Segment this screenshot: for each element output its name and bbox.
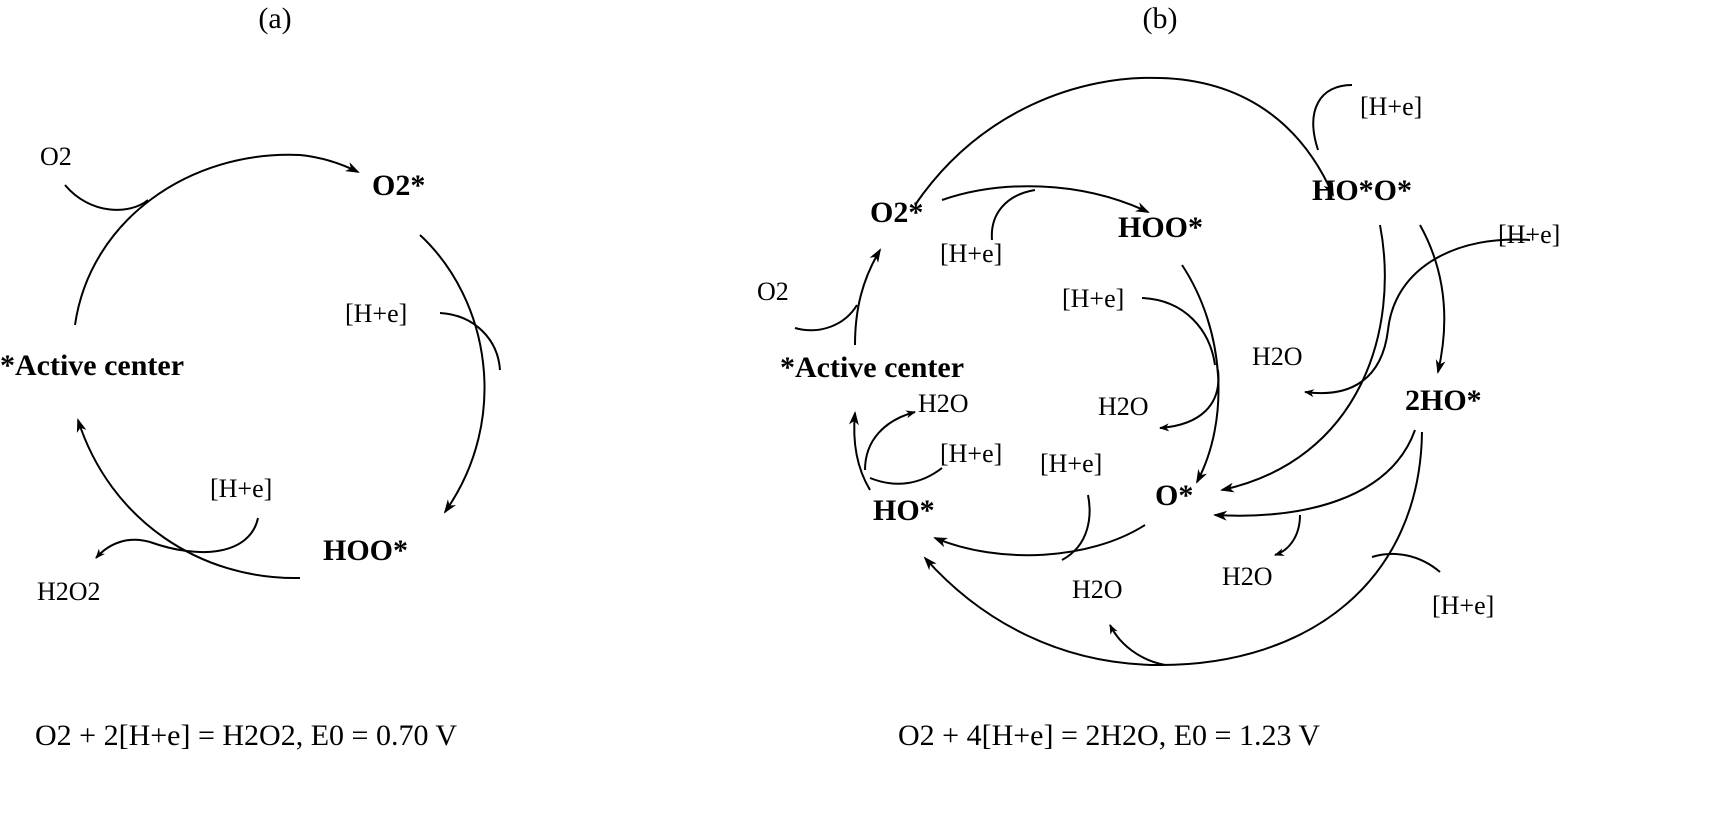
he-label: [H+e]	[1498, 220, 1560, 249]
panel-b-caption: (b)	[1143, 2, 1178, 35]
he-label: [H+e]	[1360, 92, 1422, 121]
arrow-he-right	[1387, 238, 1531, 331]
hooo-star-label: HO*O*	[1312, 174, 1412, 207]
arrow-hooo-to-o	[1220, 224, 1386, 493]
arrow-o2-in	[794, 304, 858, 332]
panel-a: (a) O2 O2* [H+e] *Active center [H+e] HO…	[0, 2, 501, 752]
h2o-label: H2O	[918, 389, 969, 418]
ho-star-label: HO*	[873, 494, 935, 527]
arrow-o2-in	[64, 184, 149, 211]
he-label: [H+e]	[1040, 449, 1102, 478]
panel-a-caption: (a)	[258, 2, 291, 35]
o2-label: O2	[757, 277, 789, 306]
h2o2-label: H2O2	[37, 577, 101, 606]
he-label: [H+e]	[1062, 284, 1124, 313]
arrow-he-bottom	[1371, 553, 1441, 573]
arrow-h2o-bottom	[1109, 624, 1166, 666]
o2-star-label: O2*	[870, 196, 923, 229]
arrow-h2o-right	[1304, 329, 1389, 398]
arrow-hooo-to-2ho	[1419, 224, 1446, 374]
active-center-label: *Active center	[780, 351, 964, 384]
h2o-label: H2O	[1098, 392, 1149, 421]
equation-b: O2 + 4[H+e] = 2H2O, E0 = 1.23 V	[898, 719, 1320, 752]
arrow-he-hoo	[1141, 297, 1216, 366]
arrow-he-top	[1312, 84, 1353, 151]
arrow-o2-to-hoo	[941, 185, 1150, 213]
h2o-label: H2O	[1252, 342, 1303, 371]
active-center-label: *Active center	[0, 349, 184, 382]
h2o-label: H2O	[1072, 575, 1123, 604]
hoo-star-label: HOO*	[1118, 211, 1203, 244]
arrow-he-o	[1061, 494, 1091, 561]
he-label: [H+e]	[210, 474, 272, 503]
arrow-active-to-o2	[854, 248, 882, 346]
o2-star-label: O2*	[372, 169, 425, 202]
he-label: [H+e]	[1432, 591, 1494, 620]
equation-a: O2 + 2[H+e] = H2O2, E0 = 0.70 V	[35, 719, 457, 752]
hoo-star-label: HOO*	[323, 534, 408, 567]
arrow-he-ho	[869, 467, 943, 485]
arrow-h2o-left	[864, 410, 916, 471]
arrow-hoo-to-active	[76, 418, 301, 580]
o-star-label: O*	[1155, 479, 1193, 512]
arrow-ho-to-active	[848, 411, 871, 491]
2ho-star-label: 2HO*	[1405, 384, 1482, 417]
arrow-he-o2	[990, 189, 1036, 241]
arrow-active-to-o2	[74, 153, 360, 326]
arrow-o2-to-hooo	[914, 76, 1334, 206]
arrow-o-to-ho	[933, 524, 1146, 557]
o2-label: O2	[40, 142, 72, 171]
panel-b: (b) [H+e] HO*O* O2* HOO* [H+e] [H+e] O2 …	[757, 2, 1560, 752]
arrow-h2o-mid	[1159, 369, 1220, 432]
arrow-he-2	[149, 517, 259, 553]
he-label: [H+e]	[345, 299, 407, 328]
arrow-he-1	[439, 312, 501, 371]
arrow-hoo-to-o	[1181, 264, 1220, 484]
arrow-2ho-to-o	[1213, 429, 1416, 521]
h2o-label: H2O	[1222, 562, 1273, 591]
arrow-o2-to-hoo	[419, 234, 486, 514]
he-label: [H+e]	[940, 239, 1002, 268]
arrow-2ho-to-ho	[923, 431, 1423, 667]
he-label: [H+e]	[940, 439, 1002, 468]
arrow-h2o-bottom-right	[1274, 514, 1301, 556]
arrow-h2o2-out	[95, 538, 151, 559]
